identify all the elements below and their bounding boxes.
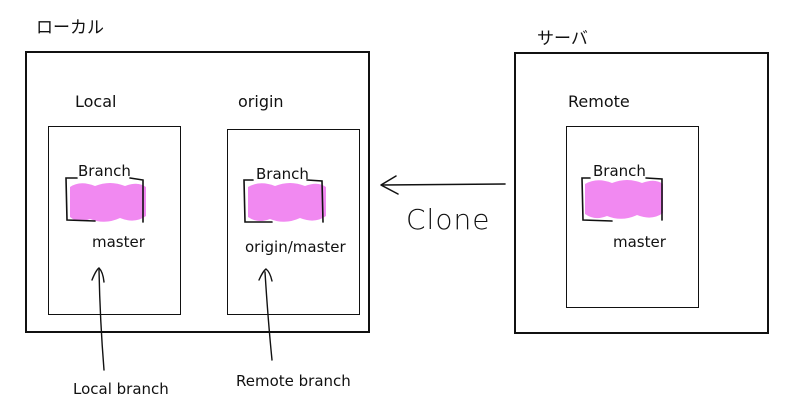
local-branch-arrow [98, 269, 105, 371]
origin-branch-bracket [243, 179, 324, 223]
local-section-title: ローカル [36, 18, 104, 38]
remote-branch-arrow [264, 271, 273, 361]
local-branch-bracket [65, 177, 144, 223]
server-section-box [514, 52, 769, 334]
origin-branch-name: origin/master [245, 238, 346, 256]
local-repo-box [48, 126, 181, 315]
remote-repo-box [566, 126, 699, 308]
origin-branch-label: Branch [256, 165, 309, 183]
local-branch-label: Branch [78, 162, 131, 180]
local-branch-arrowhead [91, 267, 105, 283]
clone-label: Clone [406, 203, 491, 236]
remote-branch-bracket [581, 177, 663, 222]
remote-branch-label: Branch [593, 162, 646, 180]
local-repo-title: Local [75, 92, 117, 111]
remote-branch-highlight [585, 180, 663, 219]
clone-arrow [381, 183, 506, 186]
server-section-title: サーバ [537, 29, 588, 49]
local-branch-name: master [92, 233, 145, 251]
local-branch-annotation: Local branch [73, 380, 169, 398]
local-section-box [25, 51, 370, 333]
remote-branch-annotation: Remote branch [236, 372, 351, 390]
clone-arrowhead [380, 175, 399, 195]
origin-branch-highlight [248, 183, 326, 222]
origin-repo-box [227, 129, 360, 315]
remote-repo-title: Remote [568, 92, 630, 111]
remote-branch-arrowhead [258, 268, 273, 282]
origin-repo-title: origin [238, 92, 284, 111]
remote-branch-name: master [613, 233, 666, 251]
local-branch-highlight [70, 183, 146, 222]
